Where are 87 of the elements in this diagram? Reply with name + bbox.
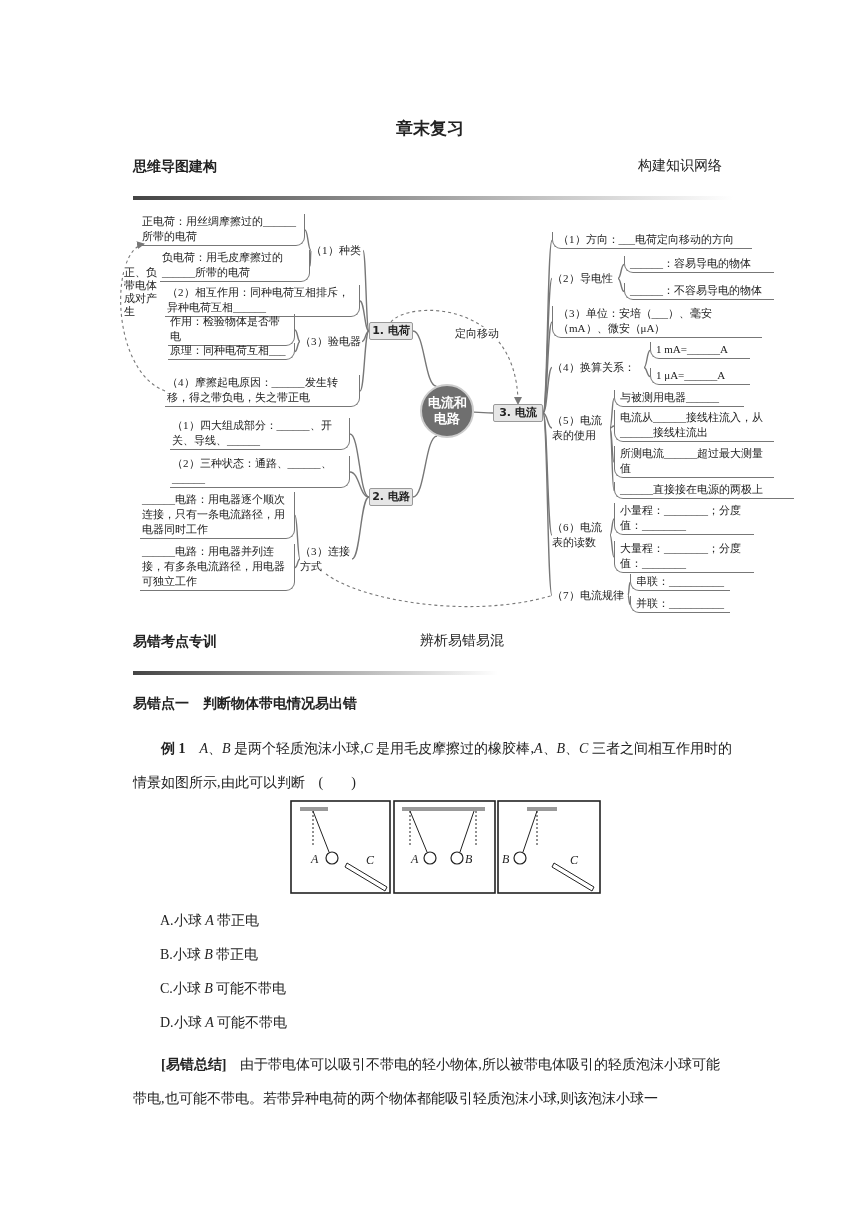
topic-box: 3. 电流 xyxy=(493,404,543,422)
branch-heading: （1）种类 xyxy=(311,243,363,258)
connector-line xyxy=(294,514,301,560)
leaf-item: ______：容易导电的物体 xyxy=(624,256,774,273)
branch-heading: （4）换算关系： xyxy=(552,360,644,375)
connector-line xyxy=(412,330,438,387)
connector-line xyxy=(294,558,301,569)
point-label: C xyxy=(366,852,374,869)
leaf-item: 串联：__________ xyxy=(630,574,730,591)
section-subtitle: 构建知识网络 xyxy=(637,157,722,175)
dashed-arrow xyxy=(120,243,166,392)
leaf-item: ______直接接在电源的两极上 xyxy=(614,482,794,499)
leaf-item: 负电荷：用毛皮摩擦过的______所带的电荷 xyxy=(160,250,310,282)
connector-line xyxy=(609,518,615,536)
connector-line xyxy=(359,330,370,392)
option-text: A.小球 A 带正电 xyxy=(160,912,261,930)
connector-line xyxy=(627,581,631,597)
center-circle: 电流和电路 xyxy=(420,384,474,438)
connector-line xyxy=(412,435,438,498)
leaf-item: （1）方向：___电荷定向移动的方向 xyxy=(552,232,752,249)
question-text: 例 1 A、B 是两个轻质泡沫小球,C 是用毛皮摩擦过的橡胶棒,A、B、C 三者之间相互作用时的情景如图所示,由此可以判断 ( ) xyxy=(133,740,733,792)
connector-line xyxy=(542,412,553,429)
option-text: C.小球 B 可能不带电 xyxy=(160,980,288,998)
connector-line xyxy=(309,249,312,267)
leaf-item: 小量程：________；分度值：________ xyxy=(614,503,754,535)
connector-line xyxy=(351,496,370,560)
connector-line xyxy=(362,249,370,332)
section-heading: 易错点一 判断物体带电情况易出错 xyxy=(133,694,358,712)
connector-line xyxy=(609,397,615,429)
connector-line xyxy=(349,433,370,498)
connector-line xyxy=(294,340,301,353)
connector-line xyxy=(627,594,631,606)
point-label: A xyxy=(311,851,319,868)
leaf-item: 1 μA=______A xyxy=(650,368,750,385)
leaf-item: ______电路：用电器并列连接，有多条电流路径，用电器可独立工作 xyxy=(140,544,295,591)
connector-line xyxy=(542,366,553,414)
leaf-item: 正电荷：用丝绸摩擦过的______所带的电荷 xyxy=(140,214,305,246)
branch-heading: （3）连接方式 xyxy=(300,544,352,574)
section-subtitle: 辨析易错易混 xyxy=(420,632,505,650)
point-label: C xyxy=(570,852,578,869)
leaf-item: 作用：检验物体是否带电 xyxy=(168,314,295,346)
leaf-item: ______电路：用电器逐个顺次连接，只有一条电流路径，用电器同时工作 xyxy=(140,492,295,539)
connector-line xyxy=(609,427,615,492)
edge-label: 正、负带电体成对产生 xyxy=(124,266,159,318)
section-heading: 思维导图建构 xyxy=(133,157,218,175)
connector-line xyxy=(359,300,370,332)
branch-heading: （6）电流表的读数 xyxy=(552,520,610,550)
connector-line xyxy=(473,411,494,414)
topic-box: 1. 电荷 xyxy=(369,322,413,340)
connector-line xyxy=(294,329,301,343)
leaf-item: 1 mA=______A xyxy=(650,342,750,359)
connector-line xyxy=(643,349,651,369)
leaf-item: 大量程：________；分度值：________ xyxy=(614,541,754,573)
branch-heading: （3）验电器 xyxy=(300,334,362,349)
point-label: B xyxy=(502,851,510,868)
connector-line xyxy=(617,277,625,293)
connector-line xyxy=(542,412,553,597)
page-title: 章末复习 xyxy=(395,117,465,140)
dashed-arrow xyxy=(390,309,522,405)
connector-line xyxy=(542,412,553,536)
leaf-item: （3）单位：安培（___）、毫安（mA）、微安（μA） xyxy=(552,306,762,338)
leaf-item: ______：不容易导电的物体 xyxy=(624,283,774,300)
leaf-item: （2）相互作用：同种电荷互相排斥，异种电荷互相______ xyxy=(165,285,360,317)
summary-text: [易错总结] 由于带电体可以吸引不带电的轻小物体,所以被带电体吸引的轻质泡沫小球可能带电,也可能不带电。若带异种电荷的两个物体都能吸引轻质泡沫小球,则该泡沫小球一 xyxy=(133,1056,721,1108)
connector-line xyxy=(304,229,312,252)
branch-heading: （5）电流表的使用 xyxy=(552,413,610,443)
leaf-item: （1）四大组成部分：______、开关、导线、______ xyxy=(170,418,350,450)
section-heading: 易错考点专训 xyxy=(133,632,218,650)
leaf-item: 并联：__________ xyxy=(630,596,730,613)
leaf-item: 所测电流______超过最大测量值 xyxy=(614,446,774,478)
leaf-item: 与被测用电器______ xyxy=(614,390,744,407)
point-label: B xyxy=(465,851,473,868)
connector-line xyxy=(617,263,625,280)
option-text: D.小球 A 可能不带电 xyxy=(160,1014,289,1032)
point-label: A xyxy=(411,851,419,868)
connector-line xyxy=(643,366,651,378)
leaf-item: 电流从______接线柱流入，从______接线柱流出 xyxy=(614,410,774,442)
branch-heading: （2）导电性 xyxy=(552,271,618,286)
leaf-item: 原理：同种电荷互相___ xyxy=(168,343,295,360)
leaf-item: （4）摩擦起电原因：______发生转移，得之带负电，失之带正电 xyxy=(165,375,360,407)
leaf-item: （2）三种状态：通路、______、______ xyxy=(170,456,350,488)
connector-line xyxy=(349,471,370,498)
option-text: B.小球 B 带正电 xyxy=(160,946,260,964)
connector-line xyxy=(609,425,615,429)
topic-box: 2. 电路 xyxy=(369,488,413,506)
connector-line xyxy=(609,534,615,558)
branch-heading: （7）电流规律 xyxy=(552,588,628,603)
